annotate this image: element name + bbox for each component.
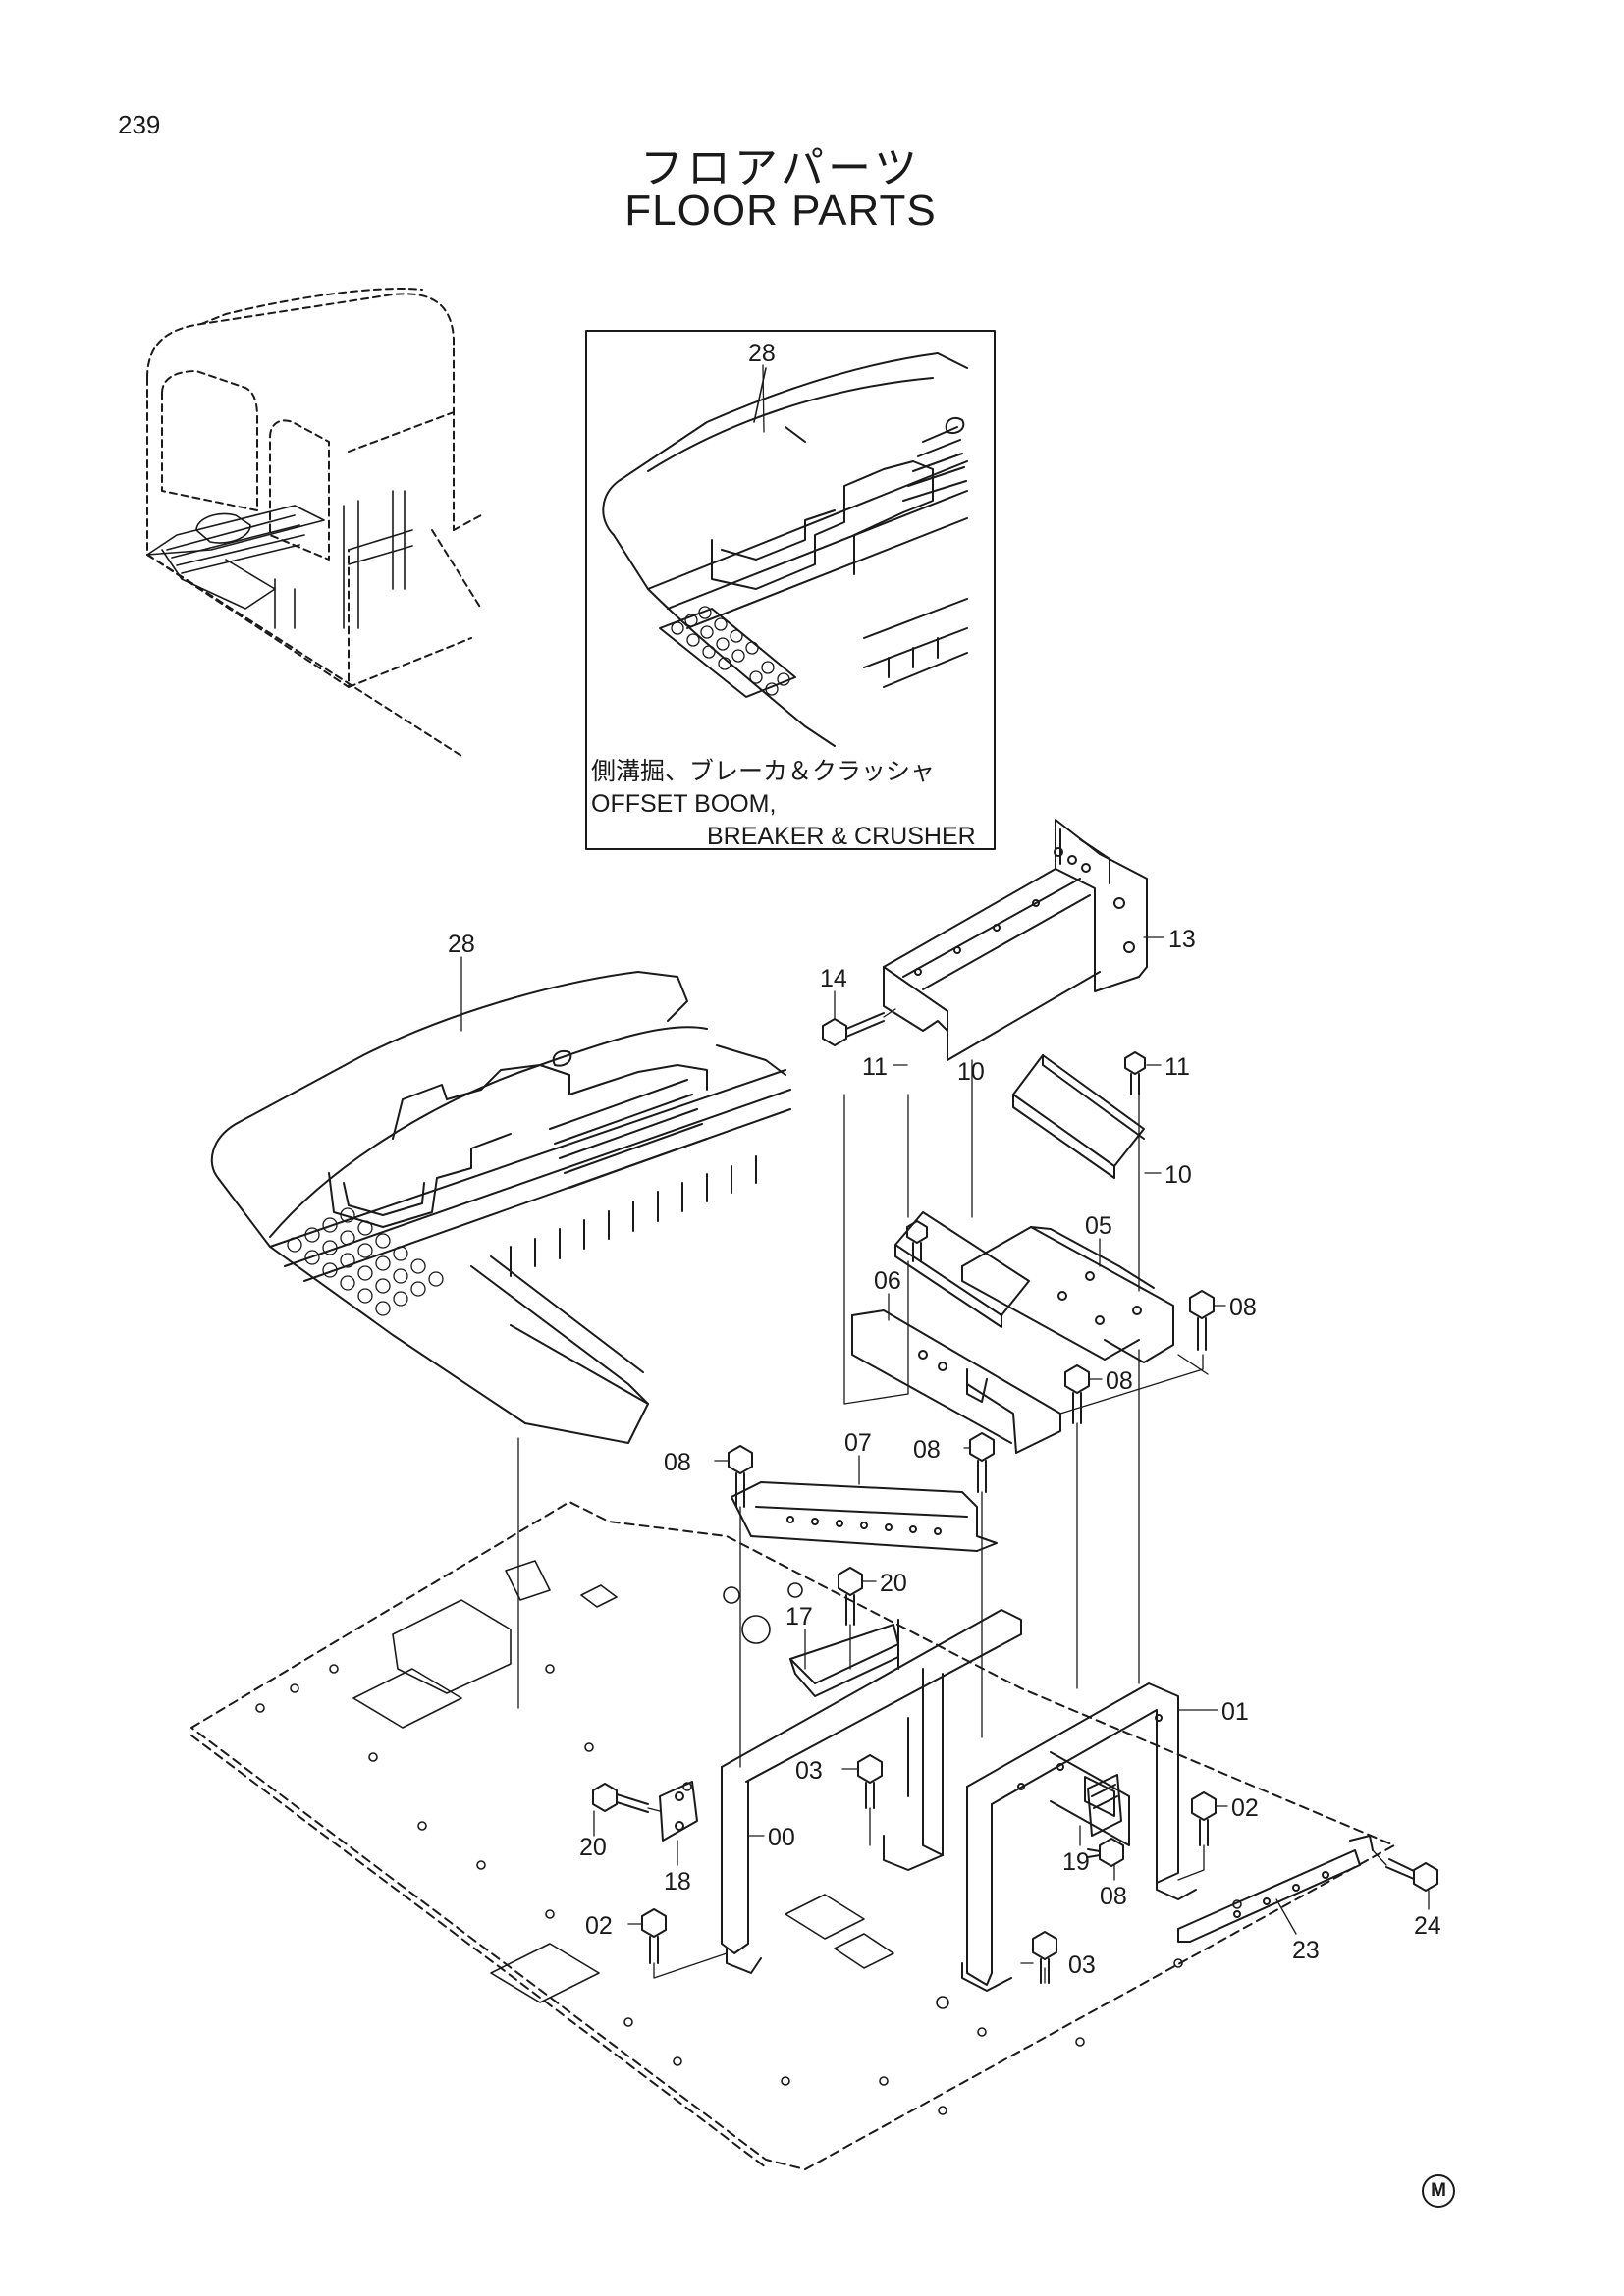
bolt-part-08-right [1189,1290,1215,1351]
callout-08-mid: 08 [913,1436,941,1464]
callout-leaders [460,364,1430,1964]
bolt-part-08-lower [1087,1838,1124,1867]
bracket-part-07 [731,1481,998,1552]
clip-part-19 [1087,1774,1122,1837]
floor-base-plate [190,1501,1395,2170]
callout-03-lower: 03 [1068,1951,1096,1979]
bracket-part-06 [851,1309,1061,1454]
callout-14: 14 [820,965,847,992]
page-number: 239 [118,110,161,139]
callout-07: 07 [844,1429,872,1457]
callout-08-lower: 08 [1100,1883,1127,1910]
callout-24: 24 [1414,1912,1441,1940]
bar-part-23 [1177,1835,1374,1943]
bolt-part-03-lower [1032,1931,1057,1984]
page-title: FLOOR PARTS [624,187,937,235]
callout-19: 19 [1062,1848,1090,1876]
bolt-part-20-upper [838,1567,863,1626]
callout-10-lower: 10 [957,1058,985,1086]
callout-17: 17 [785,1603,813,1630]
callout-23: 23 [1292,1937,1320,1964]
callout-08-left: 08 [664,1449,691,1476]
cab-overview-illustration [146,288,482,757]
bolt-part-02-right [1191,1791,1217,1846]
plate-part-17 [789,1624,899,1697]
floor-mat-part-28 [210,971,791,1444]
callout-03-upper: 03 [795,1757,823,1785]
bolt-part-08-left [728,1445,753,1508]
plate-part-18 [659,1781,698,1842]
inset-caption-line2: OFFSET BOOM, [591,790,777,818]
bolt-part-24 [1385,1858,1438,1892]
inset-caption-japanese: 側溝掘、ブレーカ＆クラッシャ [591,758,936,785]
stand-part-00 [721,1609,1022,1974]
manufacturer-mark: M [1422,2174,1455,2208]
callout-20-upper: 20 [880,1570,907,1597]
bolt-part-02-left [641,1908,667,1964]
callout-01: 01 [1221,1698,1249,1726]
callout-02-left: 02 [585,1912,613,1940]
inset-caption-line3: BREAKER & CRUSHER [707,823,976,850]
callout-02-right: 02 [1231,1794,1259,1822]
callout-08-right: 08 [1229,1294,1257,1321]
plate-part-10-upper [1012,1054,1145,1179]
bracket-part-13 [883,819,1148,1061]
callout-08-center: 08 [1106,1367,1133,1395]
inset-mesh-pattern [671,606,790,696]
bolt-part-03-upper [857,1754,883,1809]
callout-11-lower: 11 [862,1053,888,1081]
callout-28: 28 [448,931,475,958]
callout-18: 18 [664,1868,691,1896]
bolt-part-14 [822,1012,885,1046]
bolt-part-08-mid [969,1432,995,1493]
page-title-japanese: フロアパーツ [639,143,922,193]
callout-11-upper: 11 [1164,1053,1190,1081]
callout-labels: 28 13 14 11 11 10 10 05 06 08 08 08 08 0… [448,340,1441,1979]
bracket-part-05 [961,1226,1174,1363]
cab-floor-detail [146,490,413,629]
stand-part-01 [961,1682,1197,1992]
bolt-part-20-lower [592,1783,649,1813]
callout-28-inset: 28 [748,340,776,367]
callout-20-lower: 20 [579,1834,607,1861]
floor-plate-cutouts [255,1560,1242,2115]
callout-10-upper: 10 [1164,1161,1192,1189]
callout-00: 00 [768,1824,795,1851]
bolt-part-11-upper [1124,1051,1146,1095]
inset-caption: 側溝掘、ブレーカ＆クラッシャ OFFSET BOOM, BREAKER & CR… [591,756,976,853]
bolt-part-11-lower [906,1220,928,1262]
bolt-part-08-center [1064,1364,1090,1424]
callout-13: 13 [1168,926,1196,953]
floor-mat-mesh [287,1207,444,1316]
callout-05: 05 [1085,1212,1112,1240]
assembly-guide-lines [517,1008,1387,1984]
callout-06: 06 [874,1267,901,1295]
